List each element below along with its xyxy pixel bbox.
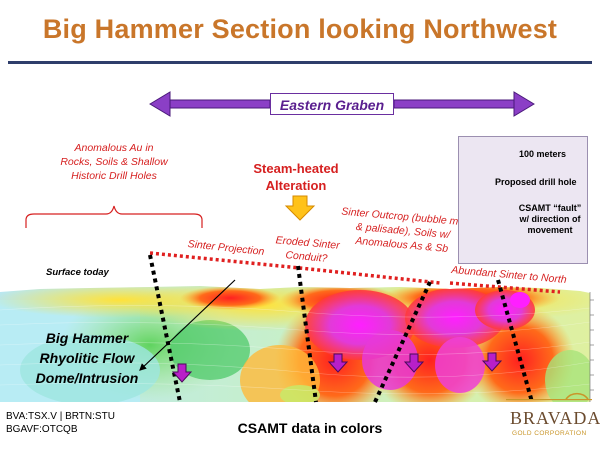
csamt-faults: [148, 254, 534, 403]
bravada-logo: BRAVADA GOLD CORPORATION: [502, 402, 600, 446]
legend-scale: 100 meters: [519, 149, 567, 159]
au-zone-brace: [25, 205, 203, 228]
section-axis: [589, 292, 594, 402]
logo-name: BRAVADA: [510, 408, 600, 428]
legend-drill-hole: Proposed drill hole: [495, 177, 577, 187]
anomalous-au-annotation: Anomalous Au in Rocks, Soils & Shallow H…: [60, 142, 168, 182]
page-title: Big Hammer Section looking Northwest: [42, 14, 558, 44]
legend-fault: CSAMT “fault” w/ direction of movement: [518, 203, 582, 235]
big-hammer-label: Big Hammer Rhyolitic Flow Dome/Intrusion: [35, 330, 139, 386]
steam-arrow: [284, 195, 316, 221]
logo-mark: [506, 392, 592, 401]
ticker-line-1: BVA:TSX.V | BRTN:STU: [6, 411, 115, 422]
surface-today-label: Surface today: [46, 267, 109, 278]
steam-heated-annotation: Steam-heated Alteration: [253, 161, 339, 193]
movement-arrows: [171, 352, 503, 383]
eastern-graben-label: Eastern Graben: [270, 93, 394, 115]
graben-arrow: [149, 91, 535, 117]
ticker-line-2: BGAVF:OTCQB: [6, 424, 78, 435]
ticker-symbols: BVA:TSX.V | BRTN:STU BGAVF:OTCQB: [6, 410, 115, 436]
title-divider: [8, 61, 592, 64]
legend-box: 100 meters Proposed drill hole CSAMT “fa…: [458, 136, 588, 264]
abundant-sinter-line: [449, 281, 561, 294]
csamt-caption: CSAMT data in colors: [237, 420, 383, 436]
proposed-drill-hole: [139, 279, 236, 371]
logo-subtitle: GOLD CORPORATION: [512, 430, 587, 437]
